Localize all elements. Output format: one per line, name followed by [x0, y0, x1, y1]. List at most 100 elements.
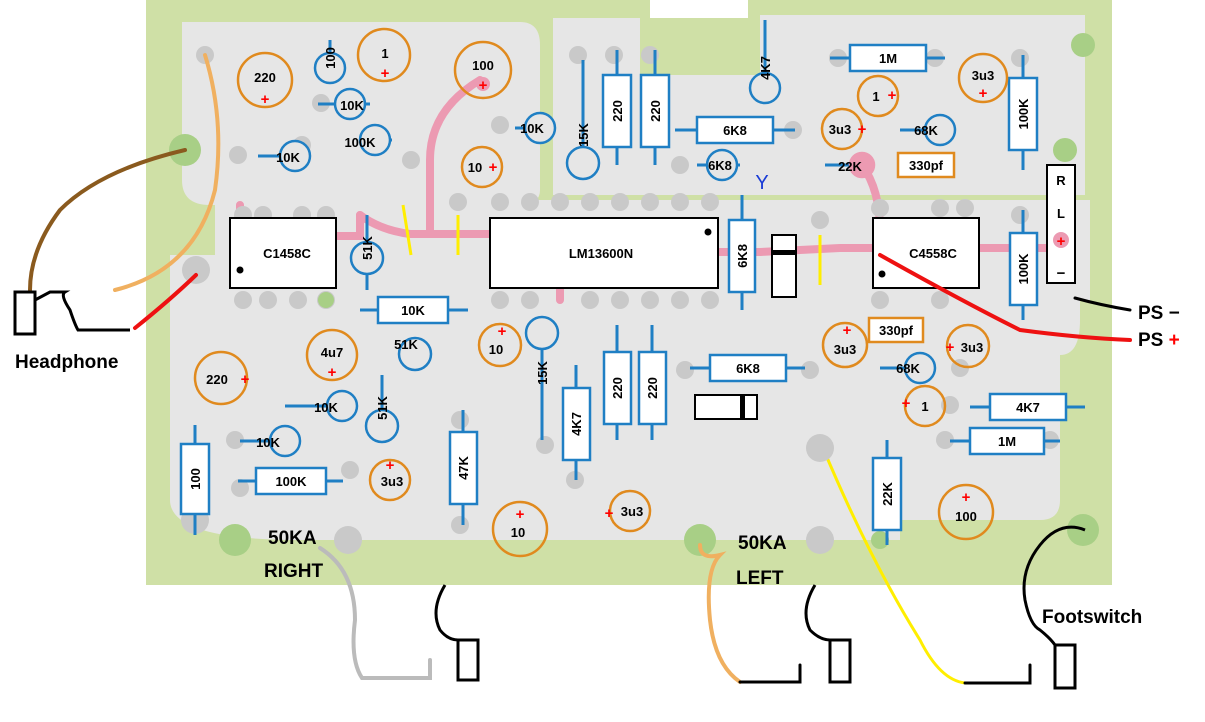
ic-lm13600n-label: LM13600N	[569, 246, 633, 261]
cap-1-a-label: 1	[381, 46, 388, 61]
resistor-4k7-b-label: 4K7	[1016, 400, 1040, 415]
resistor-100-top-label: 100	[323, 47, 338, 69]
ps-minus-label: PS −	[1138, 303, 1180, 324]
cap-220-left: 220 +	[193, 350, 250, 406]
resistor-100k-b-label: 100K	[275, 474, 307, 489]
resistor-10k-d-label: 10K	[314, 400, 338, 415]
resistor-1m-b: 1M	[950, 426, 1060, 456]
svg-text:+: +	[516, 506, 525, 523]
film-capacitors: 330pf 330pf	[867, 151, 956, 344]
svg-text:+: +	[902, 395, 911, 412]
resistor-51k-b: 51K	[394, 336, 433, 372]
resistor-15k-a: 15K	[565, 60, 601, 181]
resistor-6k8-a-label: 6K8	[723, 123, 747, 138]
test-point-y-label: Y	[755, 172, 768, 194]
resistor-10k-c-label: 10K	[520, 121, 544, 136]
cap-3u3-b: 3u3 +	[820, 107, 867, 151]
resistor-6k8-c-label: 6K8	[736, 361, 760, 376]
resistor-10k-a-label: 10K	[340, 98, 364, 113]
footswitch-label: Footswitch	[1042, 607, 1142, 628]
cap-100-bottom-label: 100	[955, 509, 977, 524]
cap-10-c: 10 +	[491, 500, 549, 558]
resistor-15k-a-label: 15K	[576, 122, 591, 146]
cap-3u3-b-label: 3u3	[829, 122, 851, 137]
resistor-68k-top-label: 68K	[914, 123, 938, 138]
resistor-10k-c: 10K	[515, 111, 557, 145]
cap-10-b-label: 10	[489, 342, 503, 357]
cap-3u3-top: 3u3+	[957, 52, 1009, 104]
resistor-51k-c-label: 51K	[375, 395, 390, 419]
svg-text:+: +	[962, 489, 971, 506]
solder-pads	[181, 46, 1059, 554]
svg-text:+: +	[386, 457, 395, 474]
cap-330pf-b-label: 330pf	[879, 323, 914, 338]
pot-left-jack	[804, 584, 852, 684]
pot-left-value-label: 50KA	[738, 533, 787, 554]
resistor-22k-b: 22K	[871, 440, 903, 545]
diode-vertical	[771, 234, 797, 298]
connector-l-label: L	[1057, 206, 1065, 221]
resistor-100k-right-label: 100K	[1016, 98, 1031, 130]
external-wires	[28, 53, 1132, 685]
ic-c4558c: C4558C	[872, 217, 980, 289]
cap-330pf-a: 330pf	[896, 151, 956, 179]
cap-3u3-f: 3u3+	[605, 489, 652, 533]
cap-330pf-b: 330pf	[867, 316, 925, 344]
svg-text:+: +	[858, 121, 867, 138]
resistor-4k7-top-label: 4K7	[758, 56, 773, 80]
cap-3u3-e-label: 3u3	[381, 474, 403, 489]
resistor-220-c-label: 220	[610, 377, 625, 399]
cap-100-bottom: 100 +	[937, 483, 995, 541]
resistor-51k-b-label: 51K	[394, 337, 418, 352]
resistor-100-left: 100	[179, 425, 211, 535]
resistor-51k-a: 51K	[349, 215, 385, 290]
cap-220-left-label: 220	[206, 372, 228, 387]
resistor-68k-b: 68K	[880, 351, 937, 385]
svg-text:+: +	[888, 87, 897, 104]
ic-c1458c-label: C1458C	[263, 246, 311, 261]
resistor-100-left-label: 100	[188, 468, 203, 490]
resistor-1m-b-label: 1M	[998, 434, 1016, 449]
resistor-6k8-vert-label: 6K8	[735, 244, 750, 268]
resistor-10k-mid-label: 10K	[401, 303, 425, 318]
cap-1-c-label: 1	[921, 399, 928, 414]
ic-c1458c: C1458C	[229, 217, 337, 289]
ic-c4558c-label: C4558C	[909, 246, 957, 261]
cap-10-b: 10 +	[477, 322, 523, 368]
pot-right-name-label: RIGHT	[264, 561, 324, 582]
resistor-51k-a-label: 51K	[360, 235, 375, 259]
resistor-6k8-c: 6K8	[690, 353, 805, 383]
cap-10-a-label: 10	[468, 160, 482, 175]
resistor-220-b: 220	[639, 50, 671, 165]
svg-text:+: +	[241, 371, 250, 388]
resistor-100k-vert: 100K	[1008, 210, 1039, 320]
resistor-220-a: 220	[601, 50, 633, 165]
cap-4u7-label: 4u7	[321, 345, 343, 360]
ground-pads	[169, 33, 1099, 556]
resistor-100k-vert-label: 100K	[1016, 253, 1031, 285]
cap-1-b: 1+	[856, 74, 900, 118]
svg-text:+: +	[479, 77, 488, 94]
cap-220-top: 220+	[236, 51, 294, 109]
resistor-10k-a: 10K	[318, 87, 370, 121]
resistor-15k-b-label: 15K	[535, 360, 550, 384]
resistor-10k-b: 10K	[258, 139, 312, 173]
svg-text:+: +	[979, 85, 988, 102]
ic-lm13600n: LM13600N	[489, 217, 719, 289]
resistor-10k-e: 10K	[240, 424, 302, 458]
resistor-10k-e-label: 10K	[256, 435, 280, 450]
wire-links-yellow	[401, 204, 966, 685]
connector-r-label: R	[1056, 173, 1066, 188]
resistor-47k: 47K	[448, 410, 479, 525]
svg-text:+: +	[261, 91, 270, 108]
connector-plus-label: +	[1057, 233, 1066, 250]
svg-text:+: +	[843, 322, 852, 339]
connector-minus-label: −	[1057, 265, 1066, 282]
svg-text:+: +	[498, 323, 507, 340]
cap-10-c-label: 10	[511, 525, 525, 540]
resistor-220-a-label: 220	[610, 100, 625, 122]
svg-text:+: +	[489, 159, 498, 176]
resistor-10k-mid: 10K	[360, 295, 468, 325]
resistor-6k8-b-label: 6K8	[708, 158, 732, 173]
